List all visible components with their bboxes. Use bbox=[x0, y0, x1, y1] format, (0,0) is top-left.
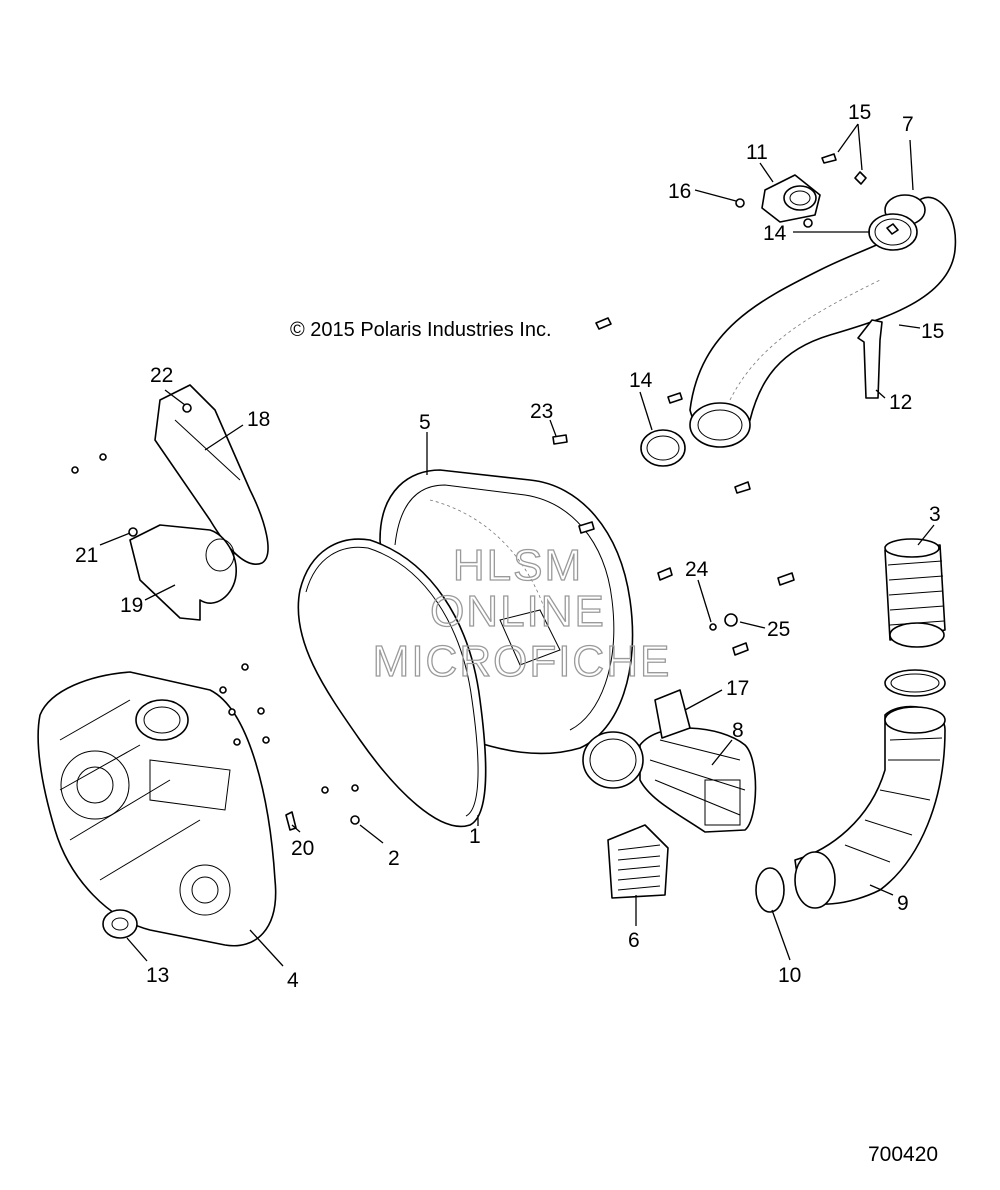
watermark-line-1: HLSM bbox=[453, 541, 583, 590]
drawing-number: 700420 bbox=[868, 1143, 938, 1166]
callout-7: 7 bbox=[902, 113, 914, 136]
callout-24: 24 bbox=[685, 558, 709, 581]
callout-23: 23 bbox=[530, 400, 553, 423]
inlet-clamp bbox=[582, 731, 644, 789]
callout-1: 1 bbox=[469, 825, 481, 848]
screen-cover-part-6 bbox=[607, 824, 669, 899]
inner-clutch-cover-part-4 bbox=[37, 671, 277, 947]
callout-14b: 14 bbox=[629, 369, 653, 392]
watermark-line-3: MICROFICHE bbox=[373, 637, 672, 686]
callout-18: 18 bbox=[247, 408, 270, 431]
callout-11: 11 bbox=[746, 141, 768, 164]
callout-22: 22 bbox=[150, 364, 173, 387]
callout-10: 10 bbox=[778, 964, 801, 987]
callout-13: 13 bbox=[146, 964, 169, 987]
callout-20: 20 bbox=[291, 837, 314, 860]
shaft-seal-part-13 bbox=[102, 909, 138, 939]
label-part-17 bbox=[654, 689, 691, 739]
fasteners bbox=[71, 153, 899, 831]
copyright-notice: © 2015 Polaris Industries Inc. bbox=[290, 319, 552, 341]
inlet-duct-part-8 bbox=[639, 727, 757, 833]
callout-19: 19 bbox=[120, 594, 143, 617]
watermark: HLSM ONLINE MICROFICHE bbox=[372, 540, 672, 686]
callout-5: 5 bbox=[419, 411, 431, 434]
bracket-part-12 bbox=[857, 319, 883, 399]
filter-clamp bbox=[884, 669, 946, 697]
callout-6: 6 bbox=[628, 929, 640, 952]
callout-25: 25 bbox=[767, 618, 790, 641]
callout-labels: 1 2 3 4 5 6 7 8 9 10 11 12 13 14 14 15 1… bbox=[75, 101, 944, 992]
callout-8: 8 bbox=[732, 719, 744, 742]
filter-screen-part-3 bbox=[884, 538, 946, 648]
callout-12: 12 bbox=[889, 391, 912, 414]
callout-16: 16 bbox=[668, 180, 691, 203]
leader-lines bbox=[99, 123, 935, 967]
outlet-duct-part-19 bbox=[129, 524, 237, 621]
callout-15b: 15 bbox=[921, 320, 944, 343]
callout-2: 2 bbox=[388, 847, 400, 870]
intake-hose-part-9 bbox=[794, 705, 946, 909]
hose-clamp-part-10 bbox=[755, 867, 785, 913]
callout-14a: 14 bbox=[763, 222, 787, 245]
intake-duct-part-7 bbox=[689, 194, 957, 448]
cover-seal-part-1 bbox=[297, 538, 487, 828]
outlet-flange-part-11 bbox=[761, 174, 821, 223]
callout-17: 17 bbox=[726, 677, 749, 700]
callout-9: 9 bbox=[897, 892, 909, 915]
callout-4: 4 bbox=[287, 969, 299, 992]
hose-clamp-part-14-lower bbox=[640, 429, 686, 467]
callout-15a: 15 bbox=[848, 101, 871, 124]
callout-21: 21 bbox=[75, 544, 98, 567]
callout-3: 3 bbox=[929, 503, 941, 526]
watermark-line-2: ONLINE bbox=[430, 587, 606, 636]
